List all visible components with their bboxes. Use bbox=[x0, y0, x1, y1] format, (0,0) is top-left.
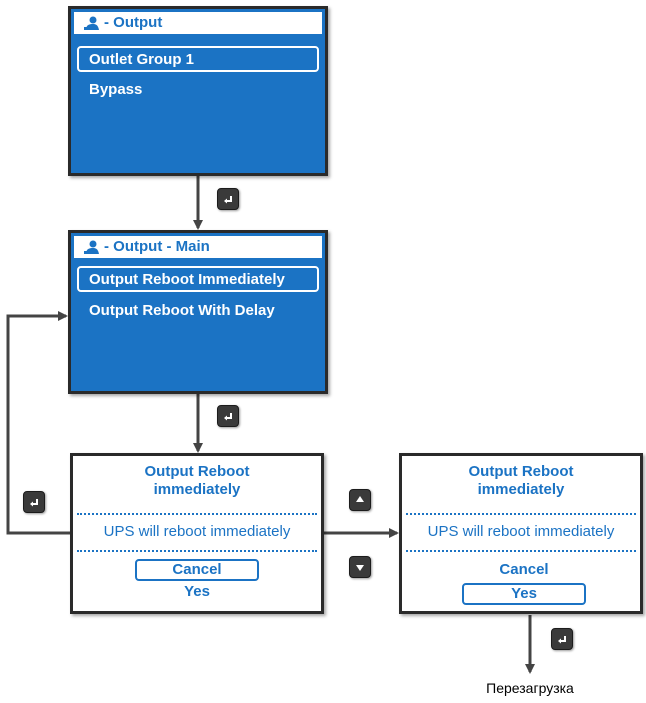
dialog-title: Output Reboot immediately bbox=[402, 463, 640, 499]
cancel-option[interactable]: Cancel bbox=[499, 561, 549, 578]
result-caption: Перезагрузка bbox=[486, 680, 574, 696]
up-arrow-icon bbox=[356, 496, 364, 502]
enter-icon bbox=[558, 636, 566, 644]
screen-title: - Output bbox=[104, 14, 163, 31]
dialog-separator bbox=[406, 513, 636, 515]
dialog-title-line2: immediately bbox=[153, 481, 241, 498]
screen-title: - Output - Main bbox=[104, 238, 210, 255]
user-icon bbox=[84, 16, 99, 30]
dialog-separator bbox=[406, 550, 636, 552]
yes-option[interactable]: Yes bbox=[184, 583, 210, 600]
dialog-title: Output Reboot immediately bbox=[73, 463, 321, 499]
enter-icon bbox=[224, 196, 232, 204]
dialog-title-line1: Output Reboot bbox=[468, 463, 574, 480]
dialog-title-line2: immediately bbox=[477, 481, 565, 498]
enter-button[interactable] bbox=[23, 491, 45, 513]
enter-button[interactable] bbox=[217, 188, 239, 210]
menu-item-output-reboot-immediately[interactable]: Output Reboot Immediately bbox=[77, 266, 319, 292]
reboot-dialog-yes-selected: Output Reboot immediately UPS will reboo… bbox=[399, 453, 643, 614]
dialog-separator bbox=[77, 513, 317, 515]
menu-item-output-reboot-with-delay[interactable]: Output Reboot With Delay bbox=[89, 302, 275, 319]
cancel-option[interactable]: Cancel bbox=[135, 559, 259, 581]
enter-icon bbox=[30, 499, 38, 507]
menu-item-bypass[interactable]: Bypass bbox=[89, 81, 143, 98]
enter-icon bbox=[224, 413, 232, 421]
screen-title-bar: - Output - Main bbox=[74, 236, 322, 258]
dialog-title-line1: Output Reboot bbox=[144, 463, 250, 480]
output-screen: - Output Outlet Group 1 Bypass bbox=[68, 6, 328, 176]
dialog-separator bbox=[77, 550, 317, 552]
output-main-screen: - Output - Main Output Reboot Immediatel… bbox=[68, 230, 328, 394]
dialog-message: UPS will reboot immediately bbox=[427, 523, 615, 540]
reboot-dialog-cancel-selected: Output Reboot immediately UPS will reboo… bbox=[70, 453, 324, 614]
enter-button[interactable] bbox=[551, 628, 573, 650]
screen-title-bar: - Output bbox=[74, 12, 322, 34]
enter-button[interactable] bbox=[217, 405, 239, 427]
arrow-dialog-back-to-main bbox=[6, 311, 70, 535]
dialog-message: UPS will reboot immediately bbox=[103, 523, 291, 540]
user-icon bbox=[84, 240, 99, 254]
up-button[interactable] bbox=[349, 489, 371, 511]
menu-item-outlet-group-1[interactable]: Outlet Group 1 bbox=[77, 46, 319, 72]
down-button[interactable] bbox=[349, 556, 371, 578]
yes-option[interactable]: Yes bbox=[462, 583, 586, 605]
down-arrow-icon bbox=[356, 565, 364, 571]
